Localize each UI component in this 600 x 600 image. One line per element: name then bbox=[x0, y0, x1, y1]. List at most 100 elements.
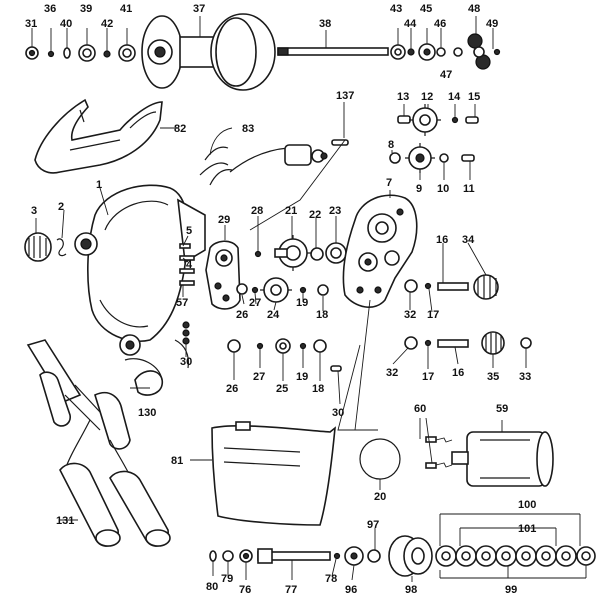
part-98-gear bbox=[388, 535, 433, 577]
label-47: 47 bbox=[440, 69, 452, 81]
label-78: 78 bbox=[325, 573, 337, 585]
label-59: 59 bbox=[496, 403, 508, 415]
label-49: 49 bbox=[486, 18, 498, 30]
label-60: 60 bbox=[414, 403, 426, 415]
part-96-gear bbox=[344, 546, 364, 566]
part-number-labels: 31 36 40 39 42 41 37 38 43 44 45 46 47 4… bbox=[25, 3, 536, 596]
part-27-washer-lower bbox=[256, 342, 264, 350]
part-2-spring bbox=[56, 238, 67, 257]
label-10: 10 bbox=[437, 183, 449, 195]
part-26-bushing-upper bbox=[236, 283, 248, 295]
label-26b: 26 bbox=[226, 383, 238, 395]
part-131-handle-assembly bbox=[26, 339, 171, 547]
part-38-shaft bbox=[277, 47, 389, 56]
part-8-washer bbox=[389, 152, 401, 164]
label-82: 82 bbox=[174, 123, 186, 135]
label-22: 22 bbox=[309, 209, 321, 221]
part-16-shaft-upper bbox=[437, 282, 469, 291]
part-19-washer-upper bbox=[299, 286, 307, 294]
part-77-shaft bbox=[257, 548, 331, 564]
part-78-clip bbox=[333, 552, 341, 560]
part-137-screw bbox=[331, 139, 349, 146]
part-31-washer bbox=[25, 46, 39, 60]
part-45-gear bbox=[418, 43, 436, 61]
part-83-wire-assembly bbox=[199, 144, 328, 186]
label-81: 81 bbox=[171, 455, 183, 467]
part-17-washer-upper bbox=[424, 282, 432, 290]
part-26-bushing-lower bbox=[227, 339, 241, 353]
label-24: 24 bbox=[267, 309, 280, 321]
part-1-frame-body bbox=[74, 184, 206, 356]
label-17a: 17 bbox=[427, 309, 439, 321]
label-101: 101 bbox=[518, 523, 536, 535]
label-21: 21 bbox=[285, 205, 297, 217]
part-25-bearing bbox=[275, 338, 291, 354]
part-44-washer bbox=[407, 48, 415, 56]
label-26a: 26 bbox=[236, 309, 248, 321]
label-48: 48 bbox=[468, 3, 480, 15]
part-97-washer bbox=[367, 549, 381, 563]
label-35: 35 bbox=[487, 371, 499, 383]
label-9: 9 bbox=[416, 183, 422, 195]
label-30b: 30 bbox=[332, 407, 344, 419]
label-83: 83 bbox=[242, 123, 254, 135]
part-18-bushing-lower bbox=[313, 339, 327, 353]
label-32a: 32 bbox=[404, 309, 416, 321]
label-16a: 16 bbox=[436, 234, 448, 246]
label-45: 45 bbox=[420, 3, 432, 15]
part-46-washer bbox=[436, 47, 446, 57]
label-28: 28 bbox=[251, 205, 263, 217]
part-43-bearing bbox=[390, 44, 406, 60]
label-27a: 27 bbox=[249, 297, 261, 309]
label-18b: 18 bbox=[312, 383, 324, 395]
label-80: 80 bbox=[206, 581, 218, 593]
label-20: 20 bbox=[374, 491, 386, 503]
part-4-5-screws bbox=[179, 243, 195, 345]
label-79: 79 bbox=[221, 573, 233, 585]
part-79-washer bbox=[222, 550, 234, 562]
label-97: 97 bbox=[367, 519, 379, 531]
label-32b: 32 bbox=[386, 367, 398, 379]
label-39: 39 bbox=[80, 3, 92, 15]
part-20-o-ring bbox=[359, 438, 401, 480]
part-59-motor bbox=[451, 431, 554, 487]
label-7: 7 bbox=[386, 177, 392, 189]
part-10-washer bbox=[439, 153, 449, 163]
label-34: 34 bbox=[462, 234, 475, 246]
part-7-side-plate bbox=[342, 194, 418, 308]
part-39-bearing bbox=[78, 44, 96, 62]
label-18a: 18 bbox=[316, 309, 328, 321]
part-3-knob bbox=[24, 232, 52, 262]
part-30-screw bbox=[330, 365, 342, 372]
label-1: 1 bbox=[96, 179, 102, 191]
part-12-gear bbox=[409, 104, 441, 136]
label-42: 42 bbox=[101, 18, 113, 30]
part-15-screw bbox=[465, 116, 479, 124]
label-77: 77 bbox=[285, 584, 297, 596]
label-14: 14 bbox=[448, 91, 461, 103]
label-4: 4 bbox=[186, 259, 193, 271]
part-37-spool bbox=[141, 13, 276, 91]
part-19-washer-lower bbox=[299, 342, 307, 350]
label-98: 98 bbox=[405, 584, 417, 596]
label-36: 36 bbox=[44, 3, 56, 15]
part-35-knob bbox=[481, 331, 505, 355]
part-32-bushing-upper bbox=[404, 279, 418, 293]
label-19a: 19 bbox=[296, 297, 308, 309]
part-21-gear bbox=[274, 235, 311, 271]
part-36-pin bbox=[47, 50, 55, 58]
label-37: 37 bbox=[193, 3, 205, 15]
label-25: 25 bbox=[276, 383, 288, 395]
part-81-cover bbox=[211, 421, 336, 526]
part-16-shaft-lower bbox=[437, 339, 469, 348]
part-27-washer-upper bbox=[251, 286, 259, 294]
part-41-bearing bbox=[118, 44, 136, 62]
leader-lines bbox=[31, 16, 587, 582]
label-17b: 17 bbox=[422, 371, 434, 383]
part-11-screw bbox=[461, 154, 475, 162]
part-14-washer bbox=[451, 116, 459, 124]
label-5: 5 bbox=[186, 225, 192, 237]
label-33: 33 bbox=[519, 371, 531, 383]
